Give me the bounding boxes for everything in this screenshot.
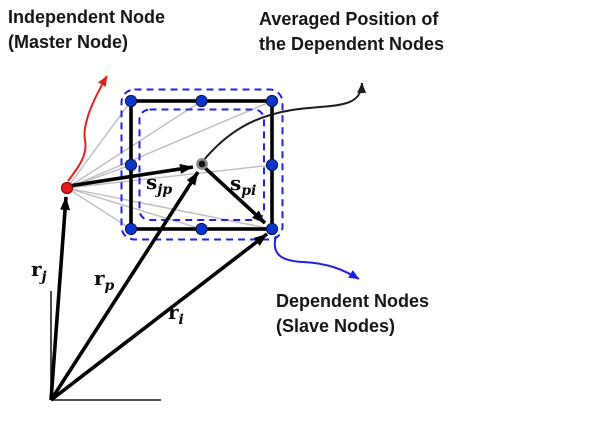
dependent-node-icon <box>124 94 138 108</box>
vector-subscript: p <box>104 278 115 294</box>
vector-base: s <box>146 170 158 194</box>
position-vectors <box>49 171 269 402</box>
vector-spi <box>202 165 267 225</box>
label-line: Averaged Position of <box>259 9 439 29</box>
vector-sjp <box>68 164 194 188</box>
vector-label-rj: rj <box>31 257 47 284</box>
label-line: (Master Node) <box>8 32 129 52</box>
master-to-dependent-lines <box>66 100 273 230</box>
inner-dashed-boundary <box>138 108 265 221</box>
label-line: (Slave Nodes) <box>276 316 396 336</box>
label-line: Dependent Nodes <box>276 291 430 311</box>
origin-axes <box>50 291 161 401</box>
vector-base: r <box>94 266 105 290</box>
annotation-arrow-red <box>67 75 108 182</box>
dependent-node-icon <box>124 222 138 236</box>
averaged-position-node-icon <box>196 158 208 170</box>
outer-dashed-boundary <box>120 88 284 241</box>
dependent-node-icon <box>195 222 208 236</box>
label-independent-node: Independent Node (Master Node) <box>8 5 165 55</box>
vector-rp <box>49 171 200 401</box>
vector-subscript: jp <box>157 182 173 198</box>
label-averaged-position: Averaged Position of the Dependent Nodes <box>259 7 444 57</box>
label-line: Independent Node <box>8 7 165 27</box>
label-dependent-nodes: Dependent Nodes (Slave Nodes) <box>276 289 429 339</box>
vector-base: s <box>230 171 242 195</box>
relative-vectors <box>68 164 267 225</box>
vector-subscript: i <box>178 312 184 328</box>
annotation-arrow-blue <box>273 235 360 280</box>
vector-ri <box>49 232 269 402</box>
dependent-node-icon <box>265 94 279 108</box>
master-node-icon <box>60 181 74 195</box>
vector-label-spi: spi <box>230 171 256 198</box>
dependent-node-icon <box>265 158 279 172</box>
vector-subscript: j <box>41 269 47 285</box>
vector-subscript: pi <box>241 183 257 199</box>
label-line: the Dependent Nodes <box>259 34 445 54</box>
dependent-node-icon <box>195 94 208 108</box>
vector-label-sjp: sjp <box>146 170 172 197</box>
dependent-node-icon <box>124 158 138 172</box>
dependent-node-icon <box>265 222 279 236</box>
vector-label-rp: rp <box>94 266 114 293</box>
vector-label-ri: ri <box>168 300 184 327</box>
annotation-arrow-black <box>202 82 367 162</box>
dependent-nodes <box>124 94 279 236</box>
vector-rj <box>49 196 71 401</box>
vector-base: r <box>168 300 179 324</box>
vector-base: r <box>31 257 42 281</box>
